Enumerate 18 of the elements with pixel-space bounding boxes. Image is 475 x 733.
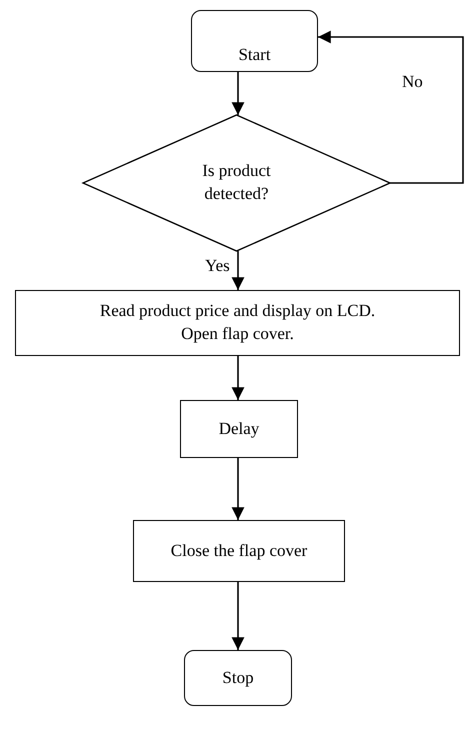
node-label: Read product price and display on LCD. Open flap cover.: [98, 300, 376, 345]
terminal-box: [184, 650, 292, 706]
arrow: [232, 458, 244, 520]
arrow: [318, 30, 464, 184]
node-label: Close the flap cover: [170, 540, 308, 562]
process-box: [180, 400, 298, 458]
arrow: [232, 356, 244, 400]
node-label: Stop: [222, 666, 254, 689]
decision-diamond: [83, 115, 390, 251]
node-label: Delay: [218, 418, 260, 440]
node-label: Is product detected?: [201, 160, 272, 205]
arrow: [232, 72, 244, 115]
process-box: [15, 290, 460, 356]
process-box: [133, 520, 345, 582]
node-label: Start: [238, 44, 271, 66]
terminal-box: [191, 10, 318, 72]
arrow: [232, 582, 244, 650]
arrow: [232, 251, 244, 290]
